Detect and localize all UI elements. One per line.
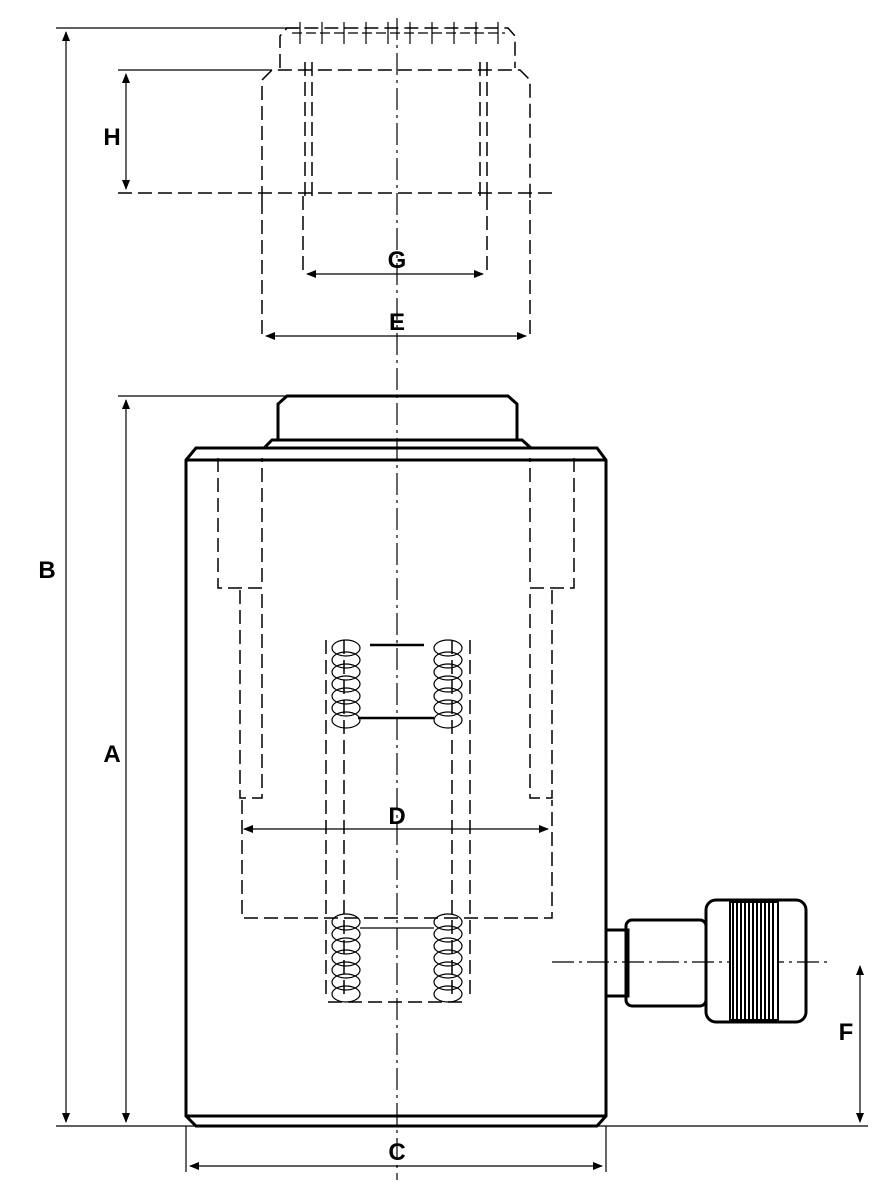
label-a: A xyxy=(103,741,120,768)
spring-upper-left xyxy=(331,639,361,729)
spring-lower-right xyxy=(433,913,463,1003)
cylinder-body xyxy=(184,446,608,1128)
spring-upper-right xyxy=(433,639,463,729)
label-e: E xyxy=(389,309,405,336)
spring-retainers xyxy=(358,643,434,929)
label-h: H xyxy=(103,124,120,151)
saddle xyxy=(118,22,552,340)
plunger xyxy=(262,394,532,450)
label-b: B xyxy=(38,557,55,584)
label-c: C xyxy=(388,1139,405,1166)
label-d: D xyxy=(388,803,405,830)
label-f: F xyxy=(839,1019,854,1046)
internal-hidden-lines xyxy=(217,458,575,1003)
knurl-lines xyxy=(732,902,774,1020)
label-g: G xyxy=(388,247,407,274)
saddle-thread-ticks xyxy=(292,22,505,44)
coupler xyxy=(604,898,808,1024)
extension-lines xyxy=(56,27,868,1172)
spring-lower-left xyxy=(331,913,361,1003)
